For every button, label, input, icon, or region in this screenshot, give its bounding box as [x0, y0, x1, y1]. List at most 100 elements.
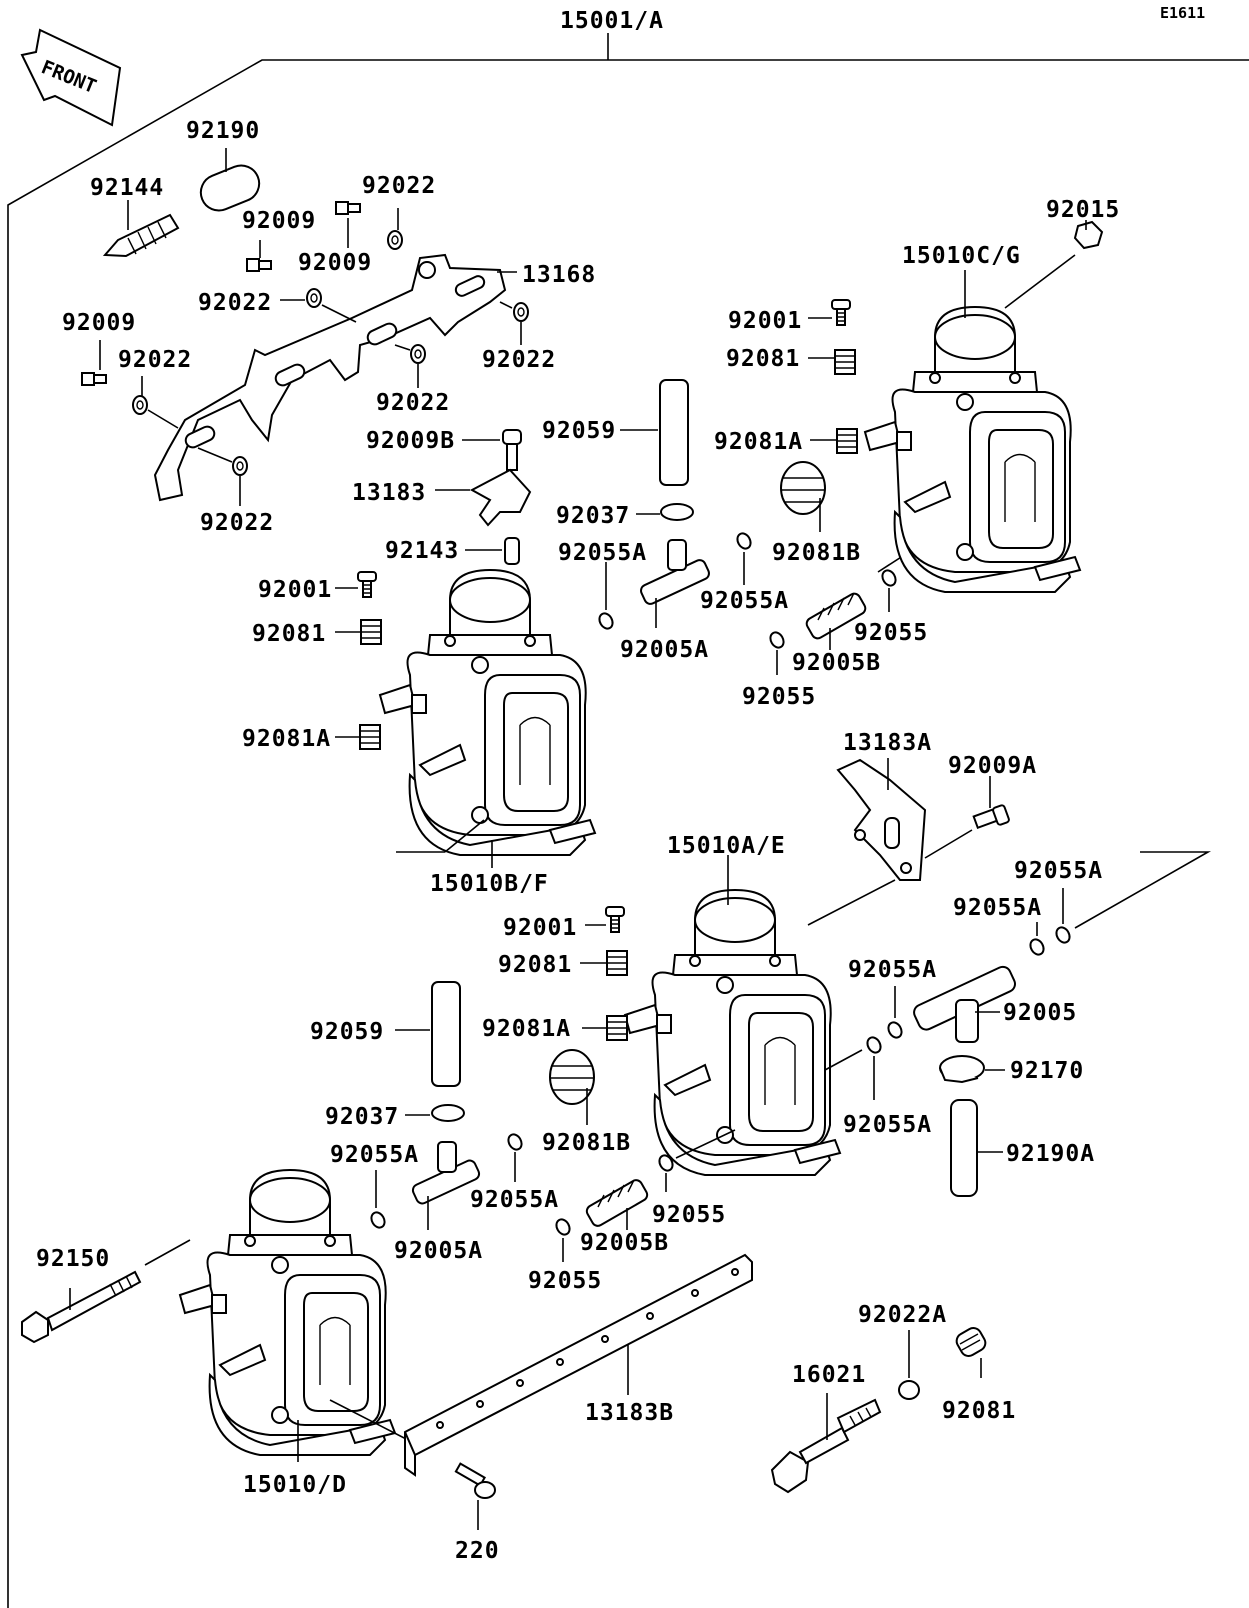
hose-92190A-part: [950, 1099, 978, 1197]
washer-92022-part-2: [306, 288, 322, 308]
label-15010CG: 15010C/G: [902, 243, 1021, 269]
clip-92037-part-2: [431, 1104, 465, 1122]
label-92005A-lower: 92005A: [394, 1238, 483, 1264]
washer-92022-part-4: [513, 302, 529, 322]
washer-92022-part-6: [232, 456, 248, 476]
label-92190: 92190: [186, 118, 260, 144]
oring-92055A-part-5: [884, 1019, 906, 1041]
carburetor-15010AE-part: [624, 889, 841, 1176]
label-92009-mid: 92009: [298, 250, 372, 276]
label-92001-mid: 92001: [503, 915, 577, 941]
label-15010AE: 15010A/E: [667, 833, 786, 859]
clip-92037-part: [660, 503, 694, 521]
label-92081-left: 92081: [252, 621, 326, 647]
oring-92055A-part-8: [504, 1131, 526, 1153]
label-92081-mid: 92081: [498, 952, 572, 978]
label-92037-upper: 92037: [556, 503, 630, 529]
label-92022-top: 92022: [362, 173, 436, 199]
screw-92009B-part: [502, 429, 522, 471]
label-92055A-lower-right: 92055A: [843, 1112, 932, 1138]
bracket-13168-part: [153, 253, 507, 502]
label-92055A-right: 92055A: [953, 895, 1042, 921]
label-15010D: 15010/D: [243, 1472, 347, 1498]
label-92009-upper: 92009: [242, 208, 316, 234]
label-92009A: 92009A: [948, 753, 1037, 779]
label-92190A: 92190A: [1006, 1141, 1095, 1167]
oring-92055-part-3: [552, 1216, 574, 1238]
screw-220-part: [454, 1462, 496, 1499]
label-92150: 92150: [36, 1246, 110, 1272]
screw-92001-part: [357, 571, 377, 598]
label-92055A-lower-center: 92055A: [470, 1187, 559, 1213]
bolt-92009-part-3: [81, 372, 107, 386]
label-92005A-upper: 92005A: [620, 637, 709, 663]
clamp-13183-part: [469, 468, 532, 527]
washer-92022-part: [387, 230, 403, 250]
assembly-outline: [7, 59, 1249, 1608]
tee-fitting-92005A-part: [640, 539, 710, 605]
spring-92081A-part: [359, 724, 381, 750]
label-92055A-upper-left: 92055A: [558, 540, 647, 566]
label-92005B-lower: 92005B: [580, 1230, 669, 1256]
label-92055-upper: 92055: [742, 684, 816, 710]
label-92081B-lower: 92081B: [542, 1130, 631, 1156]
spring-92144-part: [102, 213, 180, 258]
washer-92022-part-3: [132, 395, 148, 415]
label-92059-lower: 92059: [310, 1019, 384, 1045]
tee-fitting-92005A-part-2: [411, 1141, 481, 1205]
label-92009-left: 92009: [62, 310, 136, 336]
bolt-92009-part: [335, 201, 361, 215]
label-92022-center: 92022: [376, 390, 450, 416]
label-92001-left: 92001: [258, 577, 332, 603]
label-92059-upper: 92059: [542, 418, 616, 444]
pin-92143-part: [504, 537, 520, 565]
screw-92001-part-3: [605, 906, 625, 933]
label-220: 220: [455, 1538, 500, 1564]
diagram-code: E1611: [1160, 4, 1205, 22]
spring-92081-part-3: [606, 950, 628, 976]
bolt-92150-part: [21, 1270, 142, 1344]
oring-92055-part-2: [878, 567, 900, 589]
label-92081B-upper: 92081B: [772, 540, 861, 566]
label-92055A-lower-left: 92055A: [330, 1142, 419, 1168]
filter-92005B-part: [805, 592, 867, 640]
spring-92081B-part-2: [549, 1049, 595, 1105]
label-92055A-far-right: 92055A: [1014, 858, 1103, 884]
label-16021: 16021: [792, 1362, 866, 1388]
spring-92081-part: [360, 619, 382, 645]
filter-92005B-part-2: [585, 1179, 649, 1227]
bracket-13183A-part: [836, 758, 927, 881]
nut-92015-part: [1073, 220, 1104, 250]
label-92022-right: 92022: [482, 347, 556, 373]
label-92055A-mid-right: 92055A: [848, 957, 937, 983]
label-13183A: 13183A: [843, 730, 932, 756]
spring-92081A-part-3: [606, 1015, 628, 1041]
label-92081A-mid: 92081A: [482, 1016, 571, 1042]
label-92022-lowleft: 92022: [118, 347, 192, 373]
label-13183: 13183: [352, 480, 426, 506]
label-92055A-upper-right: 92055A: [700, 588, 789, 614]
hose-92059-part-2: [431, 981, 461, 1087]
oring-92055A-part-4: [1026, 936, 1048, 958]
label-92001-upper: 92001: [728, 308, 802, 334]
label-92005: 92005: [1003, 1000, 1077, 1026]
label-92022-left: 92022: [198, 290, 272, 316]
bolt-92009A-part: [972, 804, 1010, 830]
hose-92190-part: [199, 164, 261, 212]
oring-92055A-part: [595, 610, 617, 632]
label-15010BF: 15010B/F: [430, 871, 549, 897]
carburetor-15010D-part: [179, 1169, 396, 1456]
tee-fitting-92005-part: [913, 965, 1016, 1043]
label-92055-lower-right: 92055: [652, 1202, 726, 1228]
washer-92022A-part: [898, 1380, 920, 1400]
oring-92055A-part-2: [733, 530, 755, 552]
clamp-92170-part: [939, 1055, 985, 1084]
label-92081-lower-right: 92081: [942, 1398, 1016, 1424]
oring-92055A-part-7: [367, 1209, 389, 1231]
label-92055-right: 92055: [854, 620, 928, 646]
label-13168: 13168: [522, 262, 596, 288]
label-92005B-upper: 92005B: [792, 650, 881, 676]
assembly-label: 15001/A: [560, 8, 664, 34]
label-13183B: 13183B: [585, 1400, 674, 1426]
